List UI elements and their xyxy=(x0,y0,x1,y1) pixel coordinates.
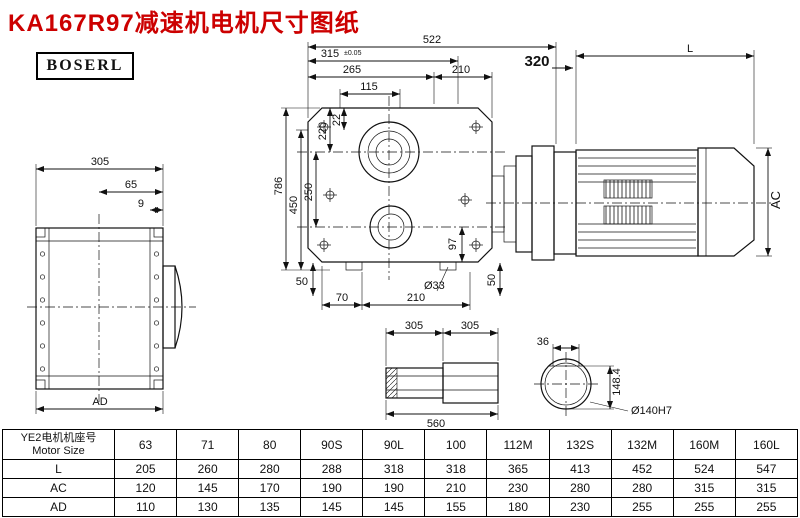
table-cell: 145 xyxy=(300,497,364,517)
dim-bore-140H7: Ø140H7 xyxy=(631,405,672,417)
dim-220: 220 xyxy=(317,122,329,140)
table-cell: 255 xyxy=(610,497,674,517)
table-cell: 230 xyxy=(548,497,612,517)
table-cell: 170 xyxy=(238,478,302,498)
row-label: AD xyxy=(2,497,115,517)
col-header: 80 xyxy=(238,429,302,460)
dim-250: 250 xyxy=(303,183,315,201)
table-cell: 547 xyxy=(734,459,799,479)
motor-size-header-cn: YE2电机机座号 xyxy=(20,431,97,444)
motor-dimensions: L 320 AC xyxy=(524,43,783,257)
dim-shaft-305b: 305 xyxy=(461,320,479,332)
dim-450: 450 xyxy=(288,196,300,214)
table-cell: 280 xyxy=(610,478,674,498)
gearbox-side-view xyxy=(27,214,196,402)
table-cell: 205 xyxy=(113,459,178,479)
col-header: 100 xyxy=(424,429,488,460)
table-cell: 120 xyxy=(113,478,178,498)
table-cell: 318 xyxy=(424,459,488,479)
front-view-top-dimensions: 522 315 ±0.05 265 210 115 xyxy=(307,34,557,144)
dim-side-step: 9 xyxy=(138,198,144,210)
table-cell: 255 xyxy=(734,497,799,517)
dim-522: 522 xyxy=(423,34,441,46)
dim-50-right: 50 xyxy=(486,274,498,286)
col-header: 160M xyxy=(672,429,736,460)
col-header: 132S xyxy=(548,429,612,460)
dim-148-4: 148.4 xyxy=(611,368,623,396)
row-label: AC xyxy=(2,478,115,498)
motor-size-table: YE2电机机座号 Motor Size 63 71 80 90S 90L 100… xyxy=(2,429,799,517)
table-row: AD 110 130 135 145 145 155 180 230 255 2… xyxy=(2,497,799,517)
table-cell: 288 xyxy=(300,459,364,479)
front-view-bottom-dimensions: 50 70 210 Ø33 50 97 xyxy=(296,227,503,310)
dim-315: 315 xyxy=(321,48,339,60)
dim-22: 22 xyxy=(331,114,343,126)
table-cell: 524 xyxy=(672,459,736,479)
dim-side-offset: 65 xyxy=(125,179,137,191)
table-cell: 365 xyxy=(486,459,550,479)
motor-size-header: YE2电机机座号 Motor Size xyxy=(2,429,115,460)
dim-70: 70 xyxy=(336,292,348,304)
table-cell: 280 xyxy=(548,478,612,498)
dim-786: 786 xyxy=(273,177,285,195)
table-row: L 205 260 280 288 318 318 365 413 452 52… xyxy=(2,459,799,479)
shaft-end-view: 36 148.4 Ø140H7 xyxy=(534,336,672,418)
front-view-left-dimensions: 786 450 250 220 22 xyxy=(273,107,347,271)
table-cell: 135 xyxy=(238,497,302,517)
table-cell: 280 xyxy=(238,459,302,479)
table-cell: 260 xyxy=(176,459,240,479)
table-cell: 315 xyxy=(734,478,799,498)
col-header: 112M xyxy=(486,429,550,460)
table-cell: 318 xyxy=(362,459,426,479)
bolt-hole-icon xyxy=(317,120,483,252)
dim-50-left: 50 xyxy=(296,276,308,288)
dim-320: 320 xyxy=(524,53,549,70)
dim-97: 97 xyxy=(447,238,459,250)
dim-265: 265 xyxy=(343,64,361,76)
dim-210-top: 210 xyxy=(452,64,470,76)
dim-115: 115 xyxy=(360,81,378,93)
table-cell: 413 xyxy=(548,459,612,479)
table-cell: 255 xyxy=(672,497,736,517)
table-row: AC 120 145 170 190 190 210 230 280 280 3… xyxy=(2,478,799,498)
table-cell: 180 xyxy=(486,497,550,517)
dim-side-width: 305 xyxy=(91,156,109,168)
dim-hole-diameter-33: Ø33 xyxy=(424,280,445,292)
table-cell: 145 xyxy=(176,478,240,498)
table-cell: 230 xyxy=(486,478,550,498)
col-header: 160L xyxy=(734,429,799,460)
col-header: 63 xyxy=(113,429,178,460)
col-header: 90L xyxy=(362,429,426,460)
table-cell: 190 xyxy=(300,478,364,498)
page-title: KA167R97减速机电机尺寸图纸 xyxy=(8,10,360,37)
dim-shaft-560: 560 xyxy=(427,418,445,430)
table-cell: 155 xyxy=(424,497,488,517)
dim-side-ad: AD xyxy=(92,396,107,408)
brand-logo: BOSERL xyxy=(36,52,134,80)
motor-size-header-en: Motor Size xyxy=(32,444,85,457)
col-header: 132M xyxy=(610,429,674,460)
dim-210-bottom: 210 xyxy=(407,292,425,304)
dim-motor-length-L: L xyxy=(687,43,693,55)
col-header: 90S xyxy=(300,429,364,460)
side-view-dimensions: 305 65 9 AD xyxy=(35,156,164,414)
table-cell: 210 xyxy=(424,478,488,498)
table-cell: 145 xyxy=(362,497,426,517)
gearbox-front-view xyxy=(297,96,508,280)
table-cell: 452 xyxy=(610,459,674,479)
dim-motor-ac: AC xyxy=(768,191,783,209)
dim-keyway-36: 36 xyxy=(537,336,549,348)
table-cell: 130 xyxy=(176,497,240,517)
table-cell: 110 xyxy=(113,497,178,517)
dim-315-tolerance: ±0.05 xyxy=(344,50,362,57)
row-label: L xyxy=(2,459,115,479)
col-header: 71 xyxy=(176,429,240,460)
shaft-detail-view: 305 305 560 xyxy=(385,320,499,430)
table-cell: 190 xyxy=(362,478,426,498)
dim-shaft-305a: 305 xyxy=(405,320,423,332)
table-cell: 315 xyxy=(672,478,736,498)
motor-view xyxy=(486,145,772,261)
